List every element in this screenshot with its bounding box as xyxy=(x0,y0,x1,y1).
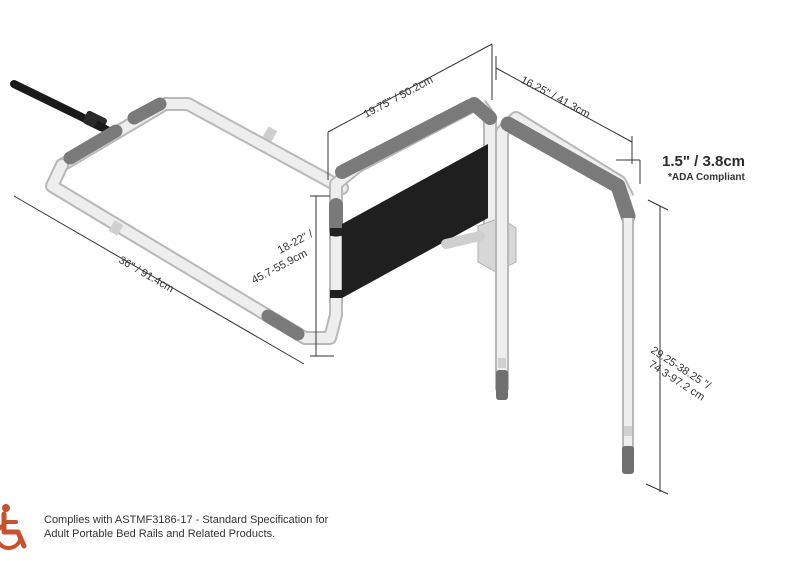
wheelchair-icon xyxy=(0,504,27,550)
safety-strap xyxy=(10,80,120,140)
base-frame xyxy=(45,97,349,345)
compliance-note: Complies with ASTMF3186-17 - Standard Sp… xyxy=(44,513,444,541)
top-width-label: 19.75" / 50.2cm xyxy=(362,74,435,121)
storage-pocket xyxy=(342,144,488,298)
compliance-line-1: Complies with ASTMF3186-17 - Standard Sp… xyxy=(44,514,329,526)
compliance-line-2: Adult Portable Bed Rails and Related Pro… xyxy=(44,528,276,540)
dimension-lines xyxy=(13,43,669,495)
ada-note: *ADA Compliant xyxy=(668,172,746,183)
handle-frame xyxy=(329,97,497,292)
depth-label: 16.25" / 41.3cm xyxy=(519,74,592,121)
floor-support xyxy=(495,111,636,474)
tube-diameter-label: 1.5" / 3.8cm xyxy=(662,153,745,170)
